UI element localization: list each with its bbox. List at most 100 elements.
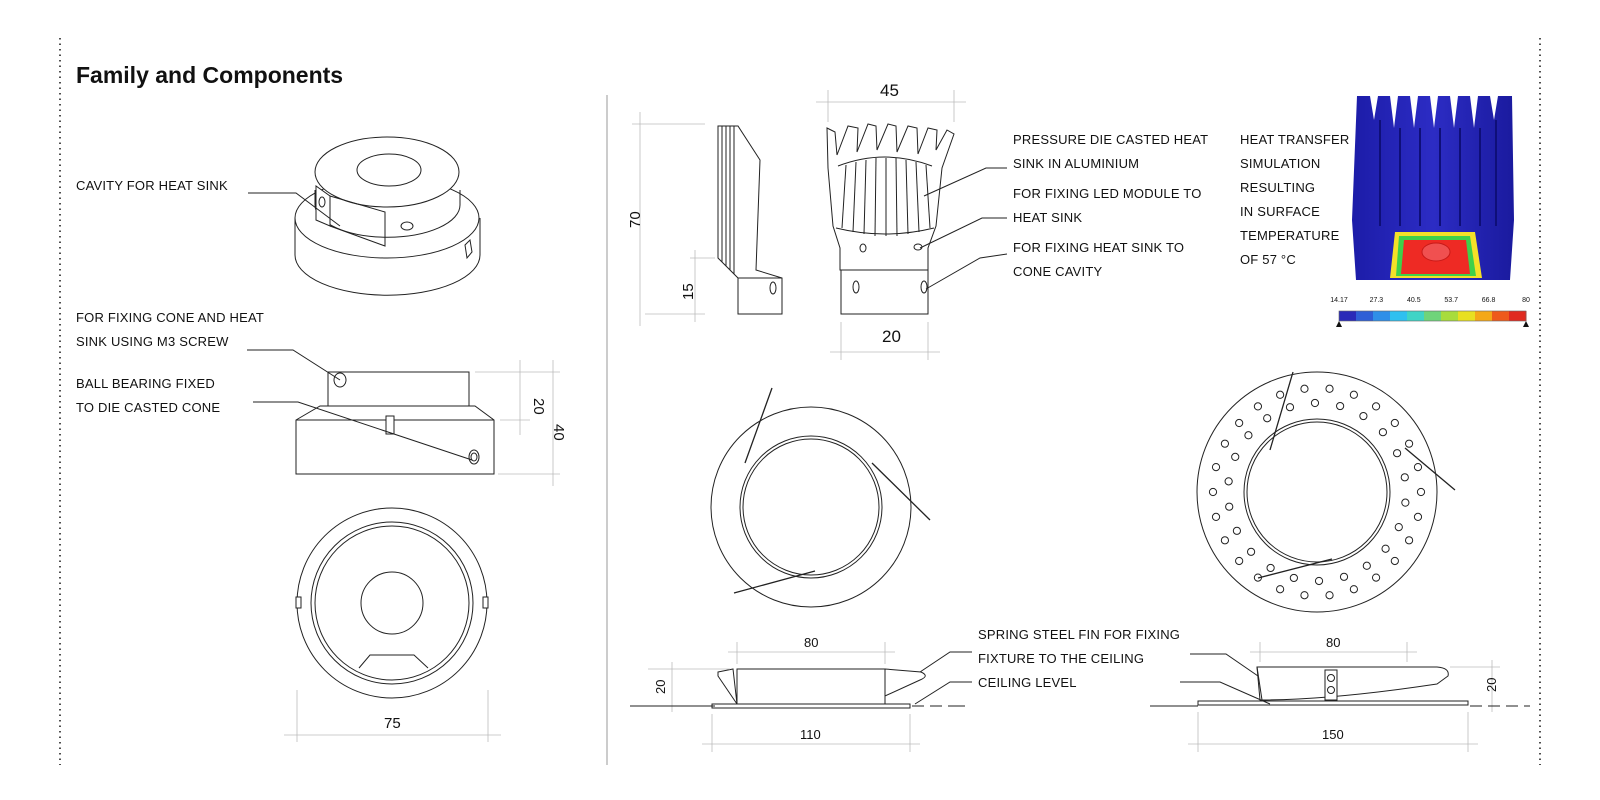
label-ball-bearing: BALL BEARING FIXED TO DIE CASTED CONE — [76, 372, 220, 420]
label-line: SINK IN ALUMINIUM — [1013, 156, 1140, 171]
bolt-hole — [1371, 402, 1381, 411]
bolt-hole — [1381, 544, 1390, 553]
bolt-hole — [1235, 556, 1244, 566]
bolt-hole — [1310, 398, 1320, 408]
bolt-hole — [1225, 502, 1234, 511]
bolt-hole — [1394, 523, 1403, 532]
dim-heatsink-base-height: 15 — [680, 283, 697, 300]
label-fixing-cone: FOR FIXING CONE AND HEAT SINK USING M3 S… — [76, 306, 264, 354]
scale-swatch — [1509, 311, 1527, 321]
scale-swatch — [1441, 311, 1459, 321]
bolt-hole — [1390, 418, 1399, 428]
label-line: RESULTING — [1240, 180, 1316, 195]
bolt-hole — [1314, 576, 1324, 586]
scale-swatch — [1339, 311, 1357, 321]
scale-tick-label: 53.7 — [1444, 297, 1458, 304]
label-line: SIMULATION — [1240, 156, 1321, 171]
bolt-hole — [1285, 403, 1295, 412]
label-line: CAVITY FOR HEAT SINK — [76, 178, 228, 193]
bolt-hole — [1211, 512, 1221, 521]
dim-small-fixture-height: 20 — [653, 680, 668, 694]
bolt-hole — [1371, 573, 1381, 582]
bolt-hole — [1276, 390, 1285, 399]
label-line: TO DIE CASTED CONE — [76, 400, 221, 415]
dim-large-fixture-height: 20 — [1484, 678, 1499, 692]
scale-tick-label: 80 — [1522, 297, 1530, 304]
leader-ceiling-left — [914, 681, 972, 705]
bolt-hole — [1392, 449, 1402, 458]
small-fixture-top-view — [710, 387, 931, 608]
bolt-hole — [1220, 439, 1230, 448]
bolt-hole — [1235, 418, 1244, 428]
dimension-small-fixture — [648, 642, 920, 752]
cone-side-view — [295, 371, 495, 475]
large-fixture-top-view — [1196, 371, 1456, 613]
scale-tick-label: 27.3 — [1370, 297, 1384, 304]
leader-fixing-heatsink — [925, 253, 1008, 290]
dim-heatsink-base-width: 20 — [882, 327, 901, 346]
bolt-hole — [1349, 585, 1358, 594]
thermal-simulation-render — [1352, 96, 1514, 280]
label-line: FOR FIXING CONE AND HEAT — [76, 310, 265, 325]
bolt-hole — [1246, 547, 1256, 556]
scale-swatch — [1424, 311, 1442, 321]
bolt-hole — [1300, 591, 1309, 600]
leader-ball-bearing — [253, 401, 473, 461]
label-line: FOR FIXING HEAT SINK TO — [1013, 240, 1185, 255]
bolt-hole — [1208, 487, 1218, 497]
bolt-hole — [1224, 477, 1233, 486]
label-line: FIXTURE TO THE CEILING — [978, 651, 1145, 666]
bolt-hole — [1413, 512, 1423, 521]
bolt-hole — [1339, 572, 1349, 581]
leader-ceiling-right — [1180, 681, 1271, 705]
dim-small-fixture-flange: 110 — [800, 727, 821, 742]
bolt-hole — [1263, 414, 1272, 423]
bolt-hole — [1325, 384, 1334, 393]
label-line: TEMPERATURE — [1240, 228, 1340, 243]
dim-heatsink-width: 45 — [880, 81, 899, 100]
dim-large-fixture-width: 80 — [1326, 635, 1340, 650]
dim-cone-total-height: 40 — [550, 424, 567, 441]
bolt-hole — [1232, 526, 1242, 535]
dim-cone-inner-height: 20 — [530, 398, 547, 415]
dim-heatsink-height: 70 — [627, 211, 644, 228]
bolt-hole — [1401, 498, 1410, 507]
bolt-hole — [1244, 431, 1253, 440]
page-title: Family and Components — [76, 62, 344, 88]
leader-fixing-cone — [247, 349, 341, 381]
scale-swatch — [1373, 311, 1391, 321]
bolt-hole — [1266, 563, 1275, 573]
cone-top-view — [295, 507, 489, 699]
bolt-hole — [1325, 591, 1334, 600]
dimension-cone-height — [475, 360, 560, 486]
label-fixing-heat-sink: FOR FIXING HEAT SINK TO CONE CAVITY — [1013, 236, 1184, 284]
scale-min-marker — [1336, 321, 1342, 327]
bolt-hole — [1336, 401, 1345, 411]
bolt-hole — [1400, 473, 1409, 482]
bolt-hole — [1220, 536, 1230, 545]
label-line: CEILING LEVEL — [978, 675, 1077, 690]
heat-sink-side-profile — [717, 125, 783, 315]
dimension-cone-diameter — [284, 690, 501, 742]
scale-swatch — [1390, 311, 1408, 321]
label-line: PRESSURE DIE CASTED HEAT — [1013, 132, 1209, 147]
bolt-hole — [1416, 487, 1426, 497]
bolt-hole — [1404, 439, 1414, 448]
dimension-large-fixture — [1188, 642, 1500, 752]
scale-tick-label: 14.17 — [1330, 297, 1348, 304]
dim-cone-diameter: 75 — [384, 715, 401, 732]
leader-fixing-led — [919, 217, 1007, 249]
cone-isometric-view — [294, 136, 481, 296]
label-cavity-heat-sink: CAVITY FOR HEAT SINK — [76, 174, 228, 198]
label-fixing-led: FOR FIXING LED MODULE TO HEAT SINK — [1013, 182, 1202, 230]
dim-large-fixture-flange: 150 — [1322, 727, 1344, 742]
bolt-hole — [1349, 390, 1358, 399]
label-pressure-die: PRESSURE DIE CASTED HEAT SINK IN ALUMINI… — [1013, 128, 1208, 176]
bolt-hole — [1413, 463, 1423, 472]
bolt-hole — [1390, 556, 1399, 566]
bolt-hole — [1300, 384, 1309, 393]
leader-pressure-die — [923, 167, 1007, 197]
